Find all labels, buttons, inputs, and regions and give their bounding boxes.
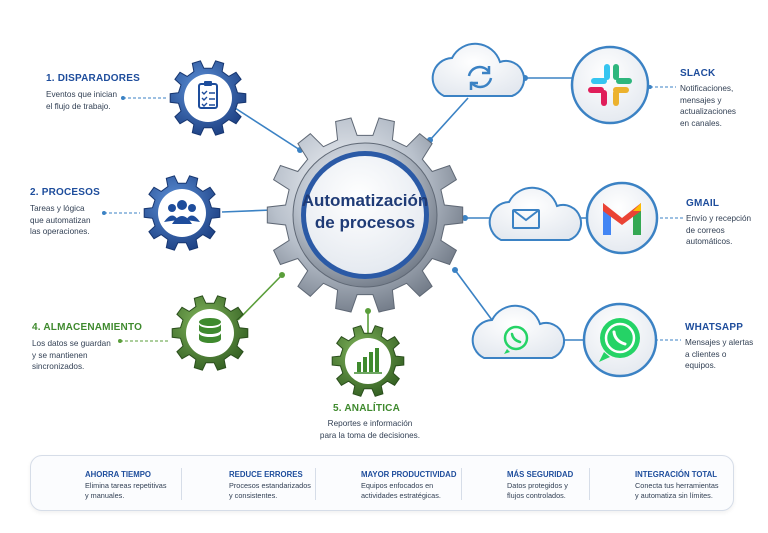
dashed-leaders: [104, 86, 683, 342]
whatsapp-desc: Mensajes y alertas a clientes o equipos.: [685, 338, 754, 370]
connector-almacenamiento: [237, 274, 283, 321]
central-title-line2: de procesos: [314, 213, 416, 232]
disparadores-desc: Eventos que inician el flujo de trabajo.: [46, 90, 118, 111]
procesos-desc: Tareas y lógica que automatizan las oper…: [30, 204, 91, 236]
analitica-desc: Reportes e información para la toma de d…: [319, 419, 421, 440]
gmail-logo-icon: [585, 181, 659, 255]
central-gear-icon: [266, 117, 464, 313]
cloud-sync-icon: [431, 42, 525, 97]
whatsapp-title: WHATSAPP: [685, 322, 744, 333]
analitica-title: 5. ANALÍTICA: [333, 403, 401, 414]
gmail-title: GMAIL: [686, 198, 720, 209]
whatsapp-logo-icon: [582, 302, 658, 378]
connector-cloud-whatsapp: [454, 269, 493, 321]
central-title: Automatización de procesos: [296, 190, 434, 234]
connector-cloud-slack: [429, 97, 469, 141]
gear-procesos-icon: [143, 175, 221, 251]
gear-almacenamiento-icon: [171, 295, 249, 371]
slack-title: SLACK: [680, 68, 716, 79]
benefit-divider: [315, 468, 316, 500]
almacenamiento-desc: Los datos se guardan y se mantienen sinc…: [32, 339, 111, 371]
disparadores-title: 1. DISPARADORES: [46, 73, 140, 84]
procesos-title: 2. PROCESOS: [30, 187, 100, 198]
connector-procesos: [221, 209, 273, 213]
benefits-bar: AHORRA TIEMPO Elimina tareas repetitivas…: [30, 455, 734, 511]
connector-lines: [221, 77, 588, 341]
slack-logo-icon: [570, 45, 650, 125]
almacenamiento-title: 4. ALMACENAMIENTO: [32, 322, 143, 333]
benefit-divider: [589, 468, 590, 500]
gear-disparadores-icon: [169, 60, 247, 136]
benefit-divider: [461, 468, 462, 500]
benefit-divider: [181, 468, 182, 500]
gear-analitica-icon: [331, 325, 405, 397]
gmail-desc: Envío y recepción de correos automáticos…: [686, 214, 752, 246]
slack-desc: Notificaciones, mensajes y actualizacion…: [680, 84, 736, 128]
cloud-mail-icon: [488, 186, 582, 241]
connector-disparadores: [234, 107, 301, 151]
central-title-line1: Automatización: [301, 191, 429, 210]
cloud-whatsapp-icon: [471, 304, 565, 359]
